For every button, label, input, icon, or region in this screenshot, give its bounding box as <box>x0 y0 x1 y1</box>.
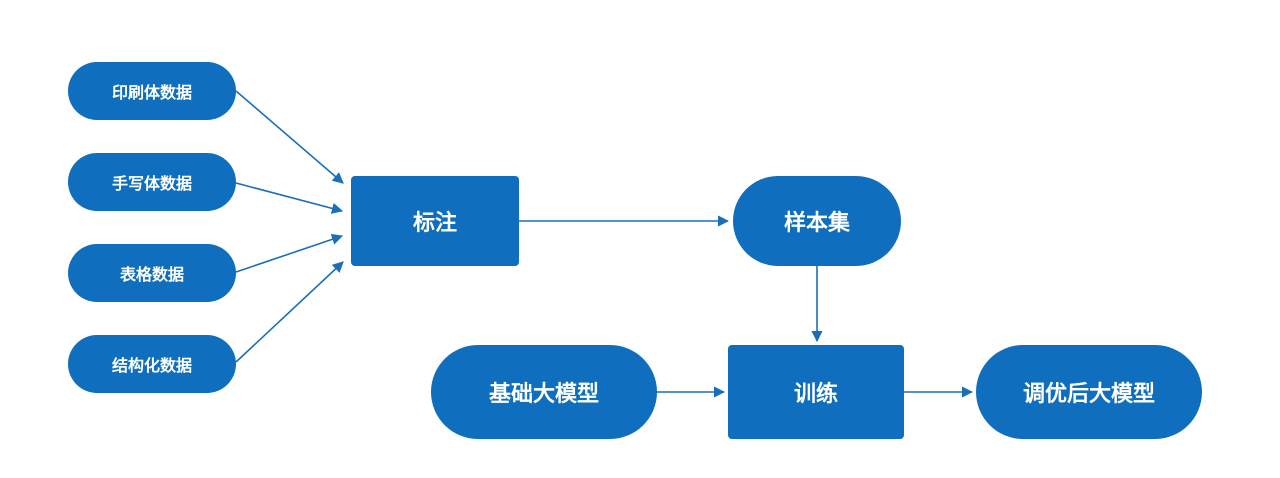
node-structured-data-label: 结构化数据 <box>111 356 192 375</box>
node-handwritten-data: 手写体数据 <box>68 153 236 211</box>
edge-print-to-annotate <box>235 90 344 184</box>
edge-structured-to-annotate <box>235 261 344 363</box>
node-annotate-label: 标注 <box>412 211 457 236</box>
node-handwritten-data-label: 手写体数据 <box>111 174 192 193</box>
node-print-data-label: 印刷体数据 <box>111 83 192 102</box>
node-table-data: 表格数据 <box>68 244 236 302</box>
edge-table-to-annotate <box>235 233 344 273</box>
node-sample-set: 样本集 <box>733 176 901 266</box>
node-print-data: 印刷体数据 <box>68 62 236 120</box>
node-train: 训练 <box>728 345 904 439</box>
edge-handwritten-to-annotate <box>235 182 344 214</box>
node-tuned-model-label: 调优后大模型 <box>1022 382 1155 407</box>
node-sample-set-label: 样本集 <box>783 211 850 236</box>
node-annotate: 标注 <box>351 176 519 266</box>
node-base-model: 基础大模型 <box>431 345 657 439</box>
node-train-label: 训练 <box>793 382 838 407</box>
node-tuned-model: 调优后大模型 <box>976 345 1202 439</box>
node-base-model-label: 基础大模型 <box>488 382 599 407</box>
node-table-data-label: 表格数据 <box>119 265 184 284</box>
node-structured-data: 结构化数据 <box>68 335 236 393</box>
